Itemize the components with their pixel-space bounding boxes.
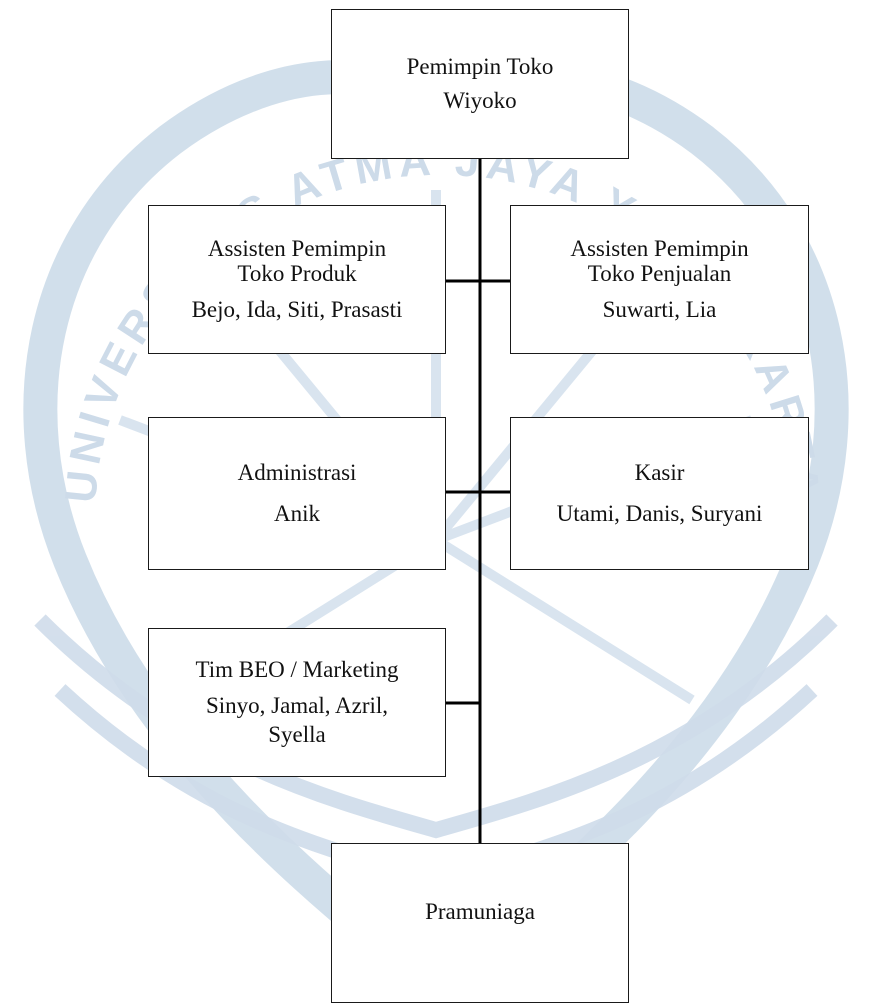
administrasi-box: Administrasi Anik: [148, 417, 446, 570]
asisten-produk-title-line2: Toko Produk: [237, 261, 357, 287]
asisten-penjualan-title-line1: Assisten Pemimpin: [570, 235, 749, 261]
kasir-box: Kasir Utami, Danis, Suryani: [510, 417, 809, 570]
asisten-penjualan-title-line2: Toko Penjualan: [587, 261, 732, 287]
pramuniaga-title: Pramuniaga: [425, 898, 535, 924]
asisten-produk-people: Bejo, Ida, Siti, Prasasti: [191, 296, 403, 322]
tim-beo-people-line2: Syella: [268, 721, 326, 747]
pemimpin-toko-title: Pemimpin Toko: [406, 53, 554, 79]
asisten-penjualan-box: Assisten Pemimpin Toko Penjualan Suwarti…: [510, 205, 809, 354]
tim-beo-people-line1: Sinyo, Jamal, Azril,: [205, 693, 389, 719]
asisten-produk-box: Assisten Pemimpin Toko Produk Bejo, Ida,…: [148, 205, 446, 354]
tim-beo-title: Tim BEO / Marketing: [195, 656, 399, 682]
kasir-people: Utami, Danis, Suryani: [556, 500, 763, 526]
asisten-penjualan-people: Suwarti, Lia: [602, 296, 717, 322]
tim-beo-box: Tim BEO / Marketing Sinyo, Jamal, Azril,…: [148, 628, 446, 777]
administrasi-people: Anik: [274, 500, 320, 526]
administrasi-title: Administrasi: [237, 460, 357, 486]
asisten-produk-title-line1: Assisten Pemimpin: [207, 235, 387, 261]
pemimpin-toko-name: Wiyoko: [443, 88, 517, 113]
pemimpin-toko-box: Pemimpin Toko Wiyoko: [331, 9, 629, 159]
pramuniaga-box: Pramuniaga: [331, 843, 629, 1003]
kasir-title: Kasir: [634, 460, 685, 486]
